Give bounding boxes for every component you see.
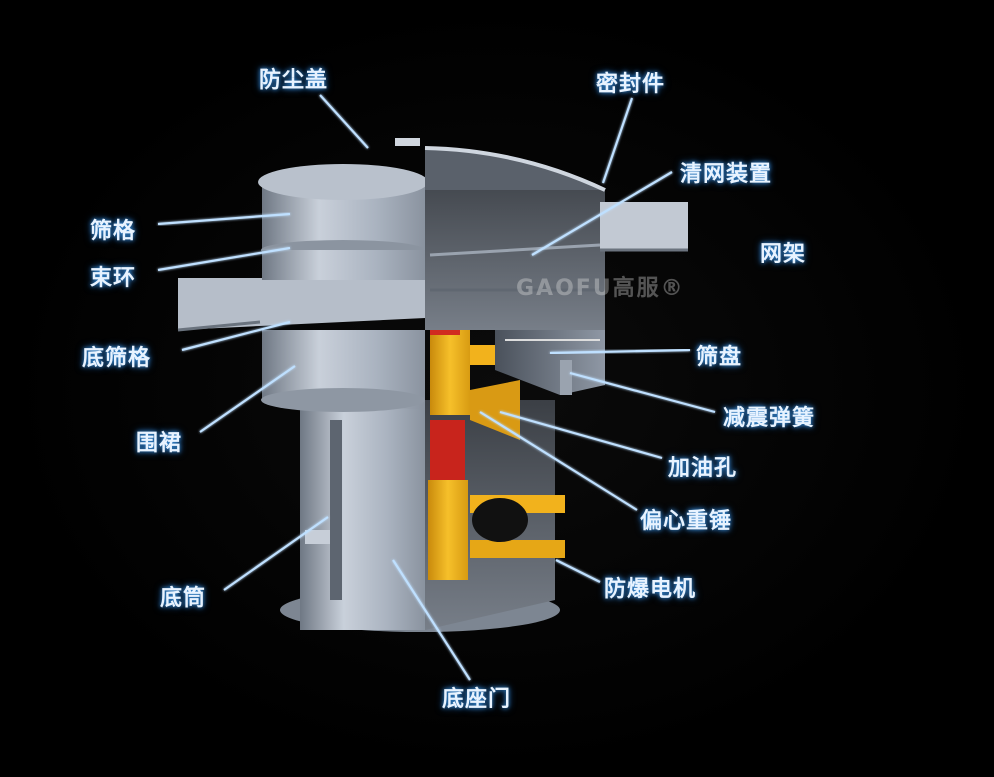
dust-cover	[258, 138, 606, 200]
leader-eccentric-weight	[479, 411, 638, 511]
leader-seal	[601, 97, 634, 184]
label-skirt: 围裙	[136, 431, 183, 456]
leader-clamp-ring	[157, 246, 291, 272]
leader-skirt	[199, 365, 296, 433]
label-oil-hole: 加油孔	[668, 456, 738, 481]
label-damping-spring: 减震弹簧	[723, 406, 816, 431]
leader-mesh-cleaner	[531, 171, 673, 256]
leader-motor	[555, 559, 601, 583]
leader-lines	[157, 94, 748, 681]
label-mesh-rack: 网架	[760, 242, 807, 267]
inner-cutaway	[425, 160, 605, 330]
label-bottom-frame: 底筛格	[82, 346, 152, 371]
outlet-flange	[177, 278, 425, 332]
label-mesh-cleaner: 清网装置	[680, 162, 773, 187]
label-base-door: 底座门	[442, 687, 512, 712]
leader-sieve-tray	[549, 348, 691, 355]
mesh-rack	[600, 202, 688, 252]
label-dust-cover: 防尘盖	[259, 68, 329, 93]
leader-bottom-frame	[181, 320, 291, 352]
leader-base-cylinder	[223, 516, 329, 591]
label-eccentric-weight: 偏心重锤	[640, 509, 733, 534]
label-clamp-ring: 束环	[90, 266, 137, 291]
leader-dust-cover	[319, 94, 369, 149]
watermark: GAOFU高服®	[516, 276, 685, 301]
leader-screen-frame	[157, 212, 291, 226]
leader-oil-hole	[499, 410, 663, 460]
skirt	[261, 330, 425, 412]
label-base-cylinder: 底筒	[160, 586, 207, 611]
label-explosion-proof-motor: 防爆电机	[604, 577, 697, 602]
label-screen-frame: 筛格	[90, 219, 137, 244]
leader-base-door	[392, 559, 471, 681]
leader-damping-spring	[569, 371, 716, 414]
label-seal: 密封件	[596, 72, 666, 97]
label-sieve-tray: 筛盘	[696, 345, 743, 370]
sieve-tray	[495, 330, 605, 395]
